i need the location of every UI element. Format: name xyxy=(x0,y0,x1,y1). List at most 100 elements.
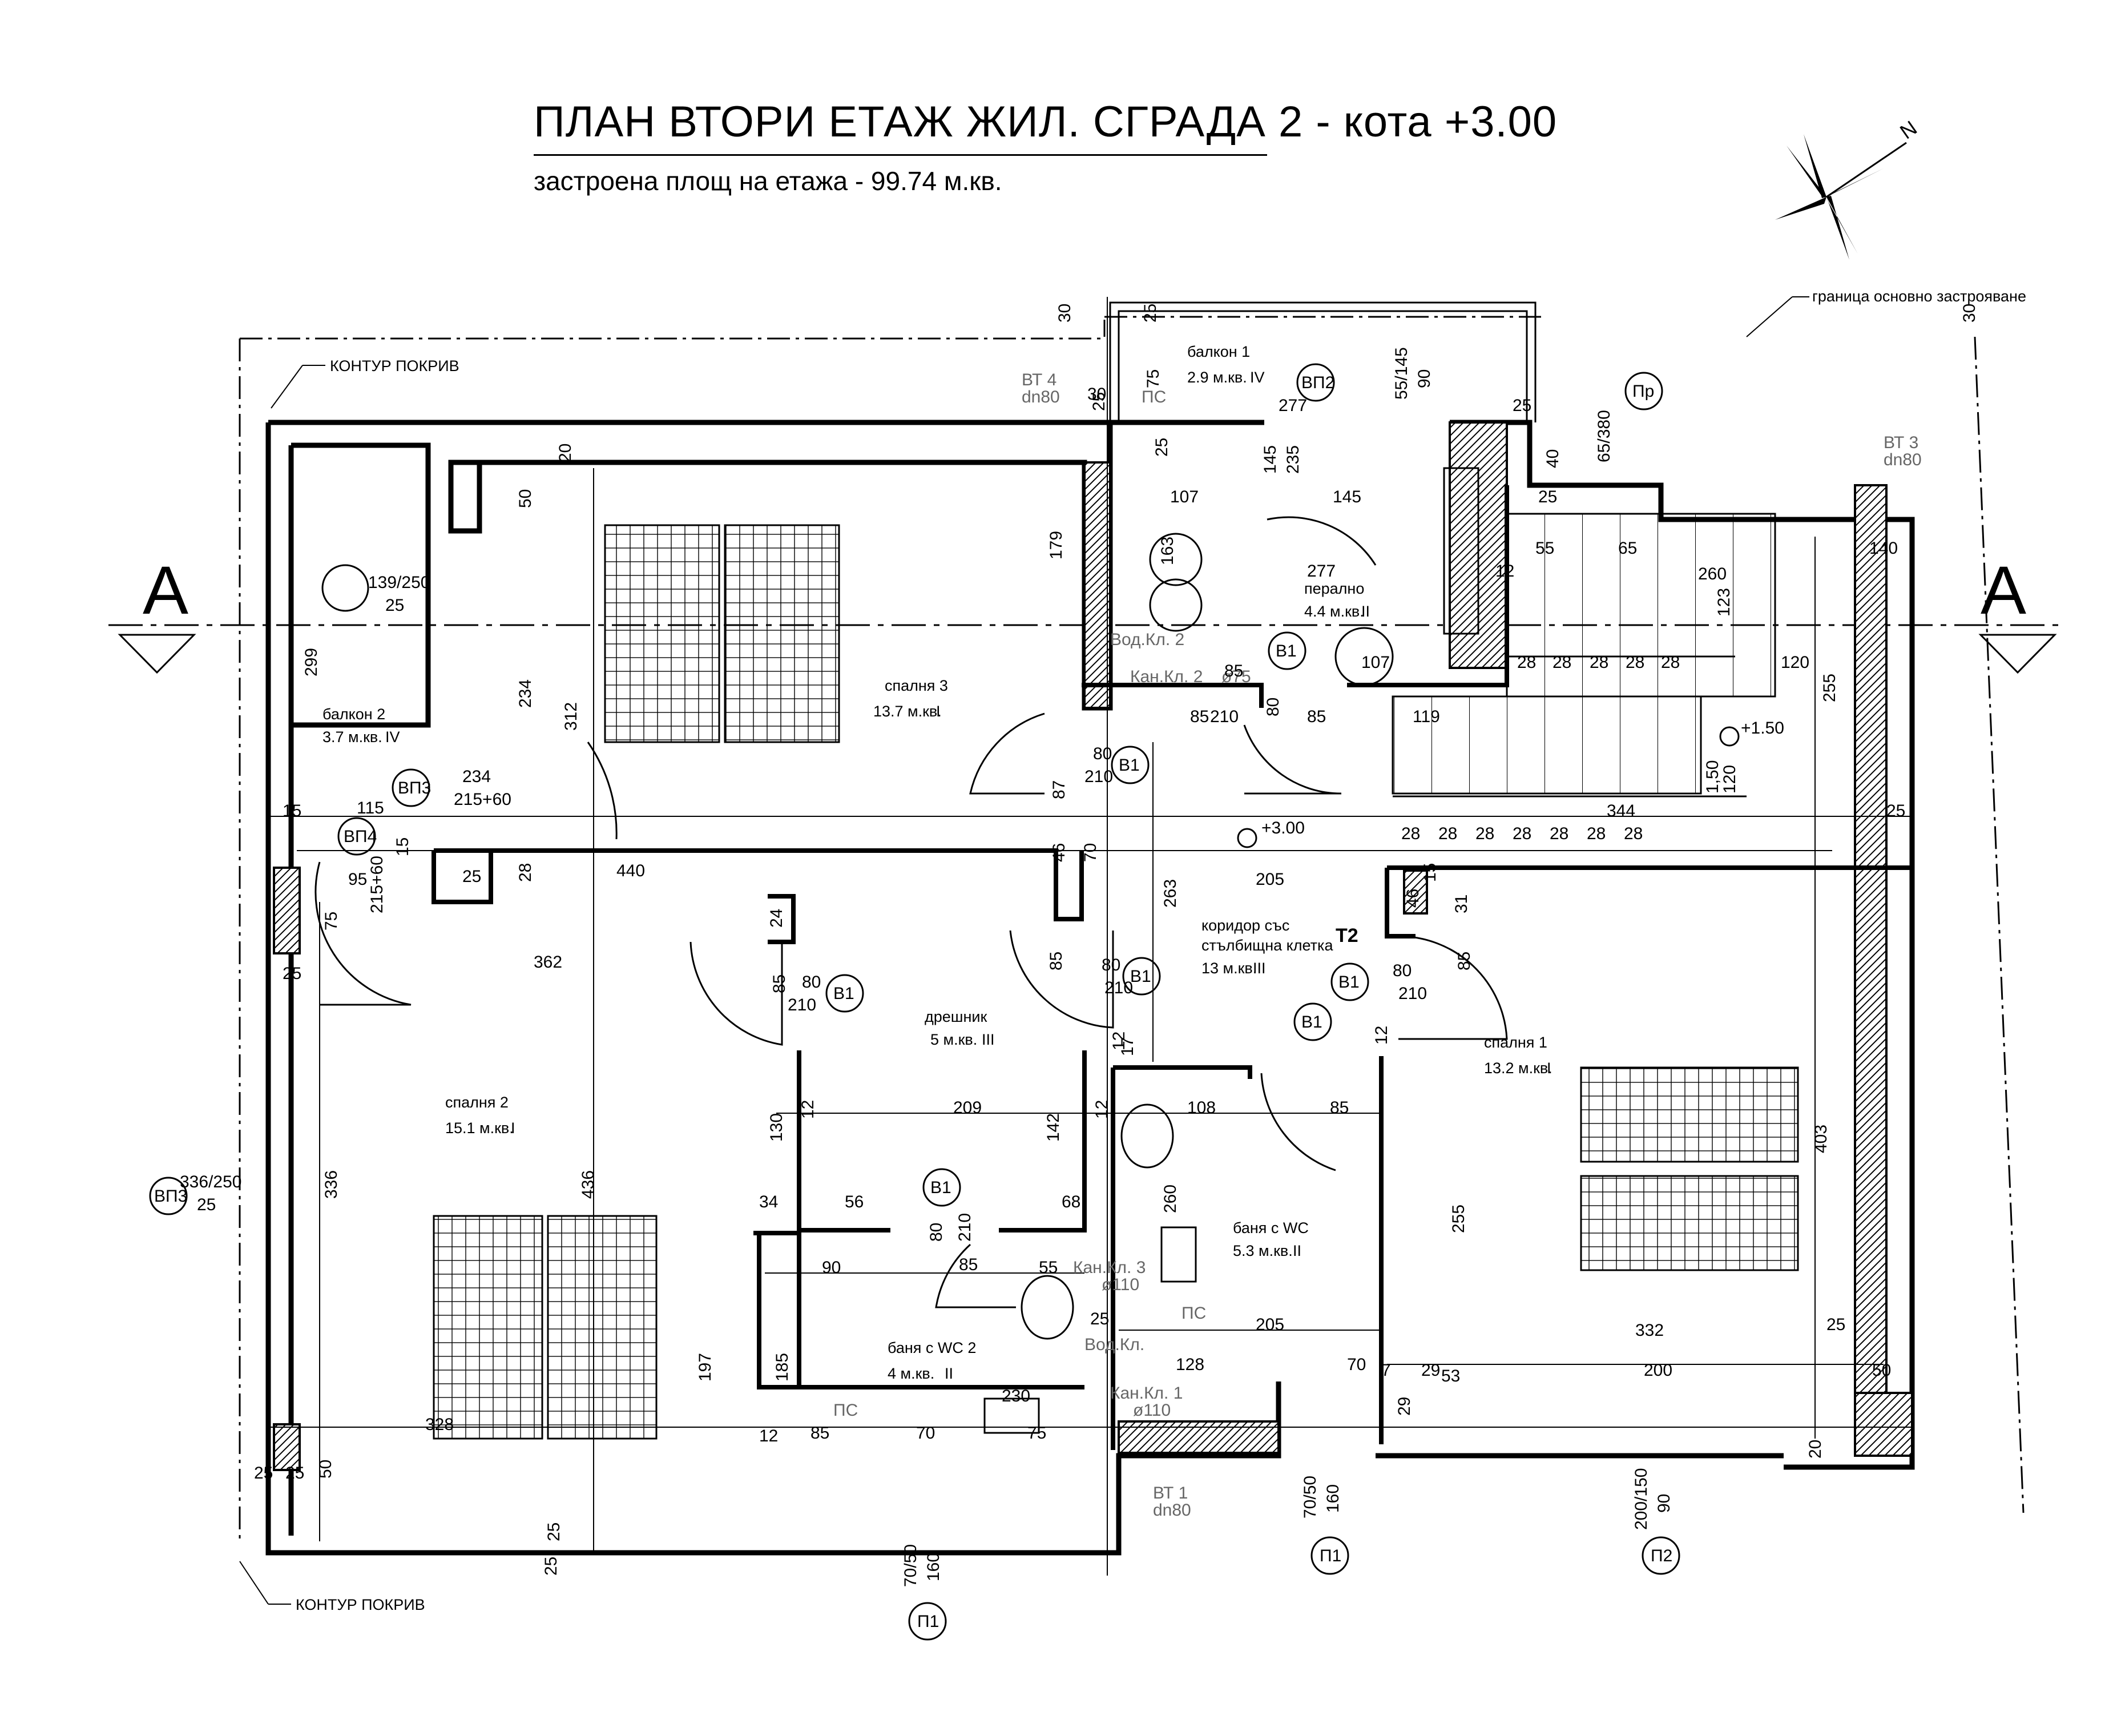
dimension-value: 80 xyxy=(802,973,821,992)
code-label: 145 xyxy=(1261,445,1280,474)
room-name: балкон 2 xyxy=(322,706,385,723)
dimension-value: 179 xyxy=(1047,531,1066,559)
dimension-value: 12 xyxy=(799,1100,817,1119)
dimension-value: 50 xyxy=(316,1460,335,1479)
code-label: 70/50 xyxy=(901,1544,920,1587)
dimension-value: 328 xyxy=(425,1415,454,1434)
dimension-value: 70 xyxy=(916,1424,935,1443)
dimension-value: 80 xyxy=(927,1223,946,1242)
dimension-value: 119 xyxy=(1413,707,1440,726)
dimension-value: 29 xyxy=(1395,1397,1414,1416)
hatched-walls xyxy=(273,421,1913,1471)
tag-vp2: ВП2 xyxy=(1301,373,1334,392)
dimension-value: 197 xyxy=(696,1353,715,1381)
dimension-value: 344 xyxy=(1607,801,1635,820)
dimension-value: 30 xyxy=(1087,385,1106,404)
note-roof-contour: КОНТУР ПОКРИВ xyxy=(330,357,459,374)
dimension-value: 20 xyxy=(1806,1440,1825,1459)
dimension-value: 15 xyxy=(1421,863,1439,882)
code-label: 235 xyxy=(1284,445,1302,474)
notes: КОНТУР ПОКРИВ КОНТУР ПОКРИВ граница осно… xyxy=(239,288,2026,1613)
interior-walls xyxy=(432,485,1912,1450)
dimension-value: 12 xyxy=(759,1427,778,1445)
room-name: коридор със xyxy=(1201,917,1289,934)
pipe-kankl1-d: ø110 xyxy=(1133,1401,1171,1420)
room-category: IV xyxy=(385,728,400,746)
room-area: 5 м.кв. xyxy=(930,1031,977,1048)
pipe-vt3: ВТ 3 xyxy=(1884,433,1918,452)
dimension-value: 15 xyxy=(393,837,412,856)
dimension-value: 55 xyxy=(1039,1258,1058,1277)
dimension-value: 28 xyxy=(1513,824,1531,843)
dimension-value: 85 xyxy=(1047,952,1066,970)
pipe-vodkl2: Вод.Кл. 2 xyxy=(1110,630,1184,649)
dimension-value: 7 xyxy=(1381,1361,1391,1380)
pipe-labels: ВТ 4 dn80 ВТ 3 dn80 ВТ 1 dn80 ПС Вод.Кл.… xyxy=(833,370,1922,1520)
dimension-value: 28 xyxy=(1587,824,1606,843)
dimension-value: 55 xyxy=(1535,539,1554,558)
dimension-value: 312 xyxy=(562,702,580,731)
dimension-value: 107 xyxy=(1361,653,1390,672)
dimension-value: 25 xyxy=(1826,1315,1845,1334)
tag-b1: В1 xyxy=(1130,967,1151,986)
dimension-value: 25 xyxy=(1141,304,1160,323)
code-label: 70/50 xyxy=(1301,1476,1320,1519)
code-label: 95 xyxy=(348,870,367,889)
dimension-value: 53 xyxy=(1441,1367,1460,1385)
dimension-value: 25 xyxy=(542,1557,560,1576)
dimension-value: 20 xyxy=(556,444,575,462)
room-name: спалня 3 xyxy=(885,677,948,694)
pipe-ps: ПС xyxy=(1142,388,1166,406)
code-label: 25 xyxy=(385,596,404,615)
section-arrow-left xyxy=(118,634,196,674)
tag-p1: П1 xyxy=(917,1612,939,1631)
tag-t2: T2 xyxy=(1336,925,1358,946)
dimension-value: 255 xyxy=(1820,674,1839,702)
pipe-ps: ПС xyxy=(1181,1304,1206,1323)
section-mark-left: A xyxy=(143,552,188,629)
dimension-value: 362 xyxy=(534,953,562,972)
room-name: дрешник xyxy=(925,1008,987,1025)
opening-tag-labels: ВП2 ВП3 ВП4 ВП3 Пр В1 В1 В1 В1 В1 В1 В1 … xyxy=(154,373,1672,1631)
pipe-kankl2: Кан.Кл. 2 xyxy=(1130,667,1203,686)
dimension-value: 30 xyxy=(1055,304,1074,323)
dimension-value: 436 xyxy=(579,1170,598,1199)
title-underline xyxy=(534,154,1267,156)
dimension-value: 75 xyxy=(1144,369,1163,388)
pipe-kankl3-d: ø110 xyxy=(1102,1275,1139,1294)
dimension-value: 80 xyxy=(1264,698,1283,716)
room-name: баня с WC 2 xyxy=(888,1339,976,1356)
dimension-value: 12 xyxy=(1092,1100,1111,1119)
dimension-value: 1,50 xyxy=(1703,760,1722,794)
dimension-value: 209 xyxy=(953,1098,982,1117)
dimension-value: 28 xyxy=(1661,653,1680,672)
dimension-value: 50 xyxy=(516,489,535,508)
dimension-value: 28 xyxy=(1517,653,1536,672)
dimension-value: 28 xyxy=(1624,824,1643,843)
dimension-value: 25 xyxy=(462,867,481,886)
room-area: 3.7 м.кв. xyxy=(322,728,382,746)
dimension-value: 68 xyxy=(1062,1193,1080,1211)
dimension-lines xyxy=(268,297,1912,1576)
room-category: III xyxy=(1253,960,1266,977)
dimension-value: 46 xyxy=(1050,843,1068,862)
tag-b1: В1 xyxy=(1119,756,1140,775)
dimension-value: 230 xyxy=(1002,1387,1030,1405)
tag-vp3: ВП3 xyxy=(398,779,431,797)
section-mark-right: A xyxy=(1981,552,2026,629)
dimension-value: 205 xyxy=(1256,1315,1284,1334)
code-label: 160 xyxy=(924,1553,943,1581)
room-category: II xyxy=(1361,603,1370,620)
dimension-value: 25 xyxy=(1886,801,1905,820)
dimension-value: 210 xyxy=(1104,978,1133,997)
room-area: 5.3 м.кв. xyxy=(1233,1242,1293,1259)
room-category: I xyxy=(511,1119,515,1137)
room-area: 4.4 м.кв. xyxy=(1304,603,1364,620)
roof-contour xyxy=(239,316,2025,1541)
dimension-value: 17 xyxy=(1118,1037,1137,1056)
dimension-value: 28 xyxy=(1475,824,1494,843)
tag-vp3-side: ВП3 xyxy=(154,1187,187,1206)
dimension-value: 80 xyxy=(1393,961,1412,980)
code-label: 160 xyxy=(1324,1484,1342,1513)
